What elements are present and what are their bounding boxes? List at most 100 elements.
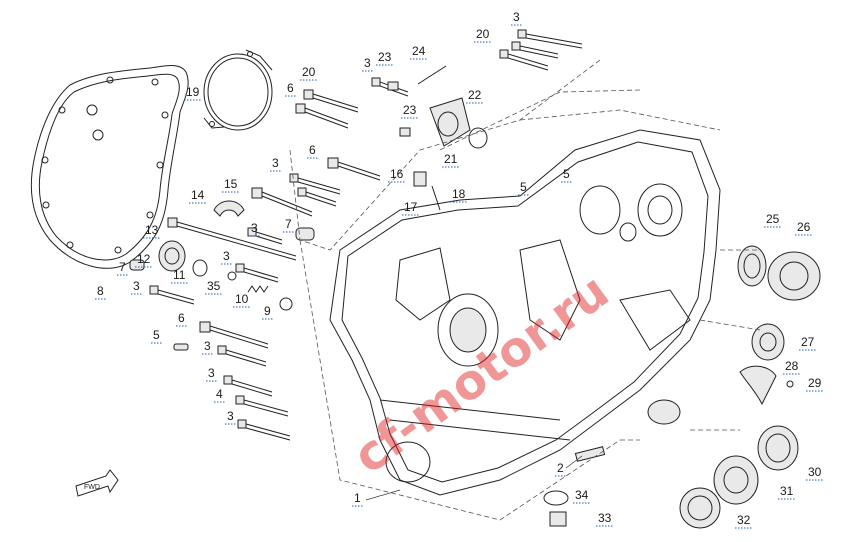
callout-label: 5 <box>153 328 160 342</box>
callout-label: 23 <box>378 50 392 64</box>
callout-17: 17 <box>402 200 420 216</box>
callout-12: 12 <box>135 252 153 268</box>
bolt <box>289 173 341 195</box>
callout-32: 32 <box>735 513 753 529</box>
bolt <box>149 285 195 305</box>
forward-direction-arrow: FWD <box>75 469 119 497</box>
callout-5: 5 <box>561 167 572 183</box>
callout-2: 2 <box>555 455 583 477</box>
callout-3: 3 <box>221 249 232 265</box>
callout-label: 34 <box>575 488 589 502</box>
callout-7: 7 <box>117 260 128 276</box>
callout-label: 3 <box>364 56 371 70</box>
callout-label: 5 <box>520 180 527 194</box>
callout-29: 29 <box>806 376 824 392</box>
callout-6: 6 <box>285 81 296 97</box>
callout-31: 31 <box>778 484 796 500</box>
callout-label: 13 <box>145 223 159 237</box>
callout-6: 6 <box>176 311 187 327</box>
bolt <box>517 29 583 49</box>
callout-28: 28 <box>783 359 801 375</box>
bolt <box>199 321 269 349</box>
callout-9: 9 <box>262 304 273 320</box>
callout-label: 4 <box>216 387 223 401</box>
callout-3: 3 <box>131 279 142 295</box>
bolt <box>511 41 559 59</box>
callout-label: 20 <box>302 65 316 79</box>
callout-label: 23 <box>403 103 417 117</box>
callout-label: 3 <box>223 249 230 263</box>
callout-label: 3 <box>251 221 258 235</box>
callout-label: 3 <box>204 339 211 353</box>
callout-label: 3 <box>513 10 520 24</box>
callout-26: 26 <box>795 220 813 236</box>
callout-label: 26 <box>797 220 811 234</box>
callout-3: 3 <box>249 221 260 237</box>
bolt <box>235 395 289 417</box>
callout-label: 7 <box>285 217 292 231</box>
callout-18: 18 <box>450 187 468 203</box>
callout-21: 21 <box>442 152 460 168</box>
callout-label: 3 <box>133 279 140 293</box>
callout-label: 1 <box>354 491 361 505</box>
callout-label: 25 <box>766 212 780 226</box>
small-parts <box>129 65 821 529</box>
callout-label: 3 <box>208 366 215 380</box>
bolt <box>251 187 313 217</box>
callout-label: 6 <box>178 311 185 325</box>
callout-label: 19 <box>186 85 200 99</box>
callout-19: 19 <box>184 85 202 101</box>
callout-label: 2 <box>557 461 564 475</box>
callout-25: 25 <box>764 212 782 228</box>
callout-10: 10 <box>233 292 251 308</box>
callout-label: 9 <box>264 304 271 318</box>
bolt <box>167 217 297 261</box>
callout-5: 5 <box>518 180 529 196</box>
callout-23: 23 <box>376 50 394 66</box>
bolt <box>297 187 337 207</box>
callout-label: 27 <box>801 335 815 349</box>
callout-label: 15 <box>224 177 238 191</box>
fwd-label: FWD <box>84 484 100 491</box>
callout-label: 28 <box>785 359 799 373</box>
callout-8: 8 <box>95 284 106 300</box>
callout-16: 16 <box>388 167 406 183</box>
callout-24: 24 <box>410 44 428 60</box>
crankcase-housing-part-1 <box>329 129 721 496</box>
callout-label: 35 <box>207 279 221 293</box>
callout-20: 20 <box>300 65 318 81</box>
callout-30: 30 <box>806 465 824 481</box>
gasket-part-8 <box>30 65 189 269</box>
dowel-pin <box>173 343 189 351</box>
callout-label: 21 <box>444 152 458 166</box>
bolt <box>499 49 549 71</box>
callout-3: 3 <box>270 156 281 172</box>
callout-6: 6 <box>307 143 318 159</box>
callout-27: 27 <box>799 335 817 351</box>
callout-33: 33 <box>596 511 614 527</box>
callout-label: 3 <box>227 409 234 423</box>
callout-label: 17 <box>404 200 418 214</box>
callout-22: 22 <box>466 88 484 104</box>
callout-14: 14 <box>189 188 207 204</box>
callout-11: 11 <box>171 268 189 284</box>
callout-label: 12 <box>137 252 151 266</box>
callout-label: 33 <box>598 511 612 525</box>
callout-3: 3 <box>362 56 373 72</box>
bolt-group <box>149 29 583 441</box>
callout-4: 4 <box>214 387 225 403</box>
callout-1: 1 <box>352 489 401 507</box>
callout-label: 31 <box>780 484 794 498</box>
callout-7: 7 <box>283 217 294 233</box>
callout-23: 23 <box>401 103 419 119</box>
callout-label: 16 <box>390 167 404 181</box>
bolt <box>217 345 267 367</box>
callout-label: 24 <box>412 44 426 58</box>
callout-label: 22 <box>468 88 482 102</box>
callout-34: 34 <box>573 488 591 504</box>
callout-label: 3 <box>272 156 279 170</box>
callout-label: 10 <box>235 292 249 306</box>
callout-15: 15 <box>222 177 240 193</box>
watermark: cf-motor.ru <box>343 263 619 485</box>
